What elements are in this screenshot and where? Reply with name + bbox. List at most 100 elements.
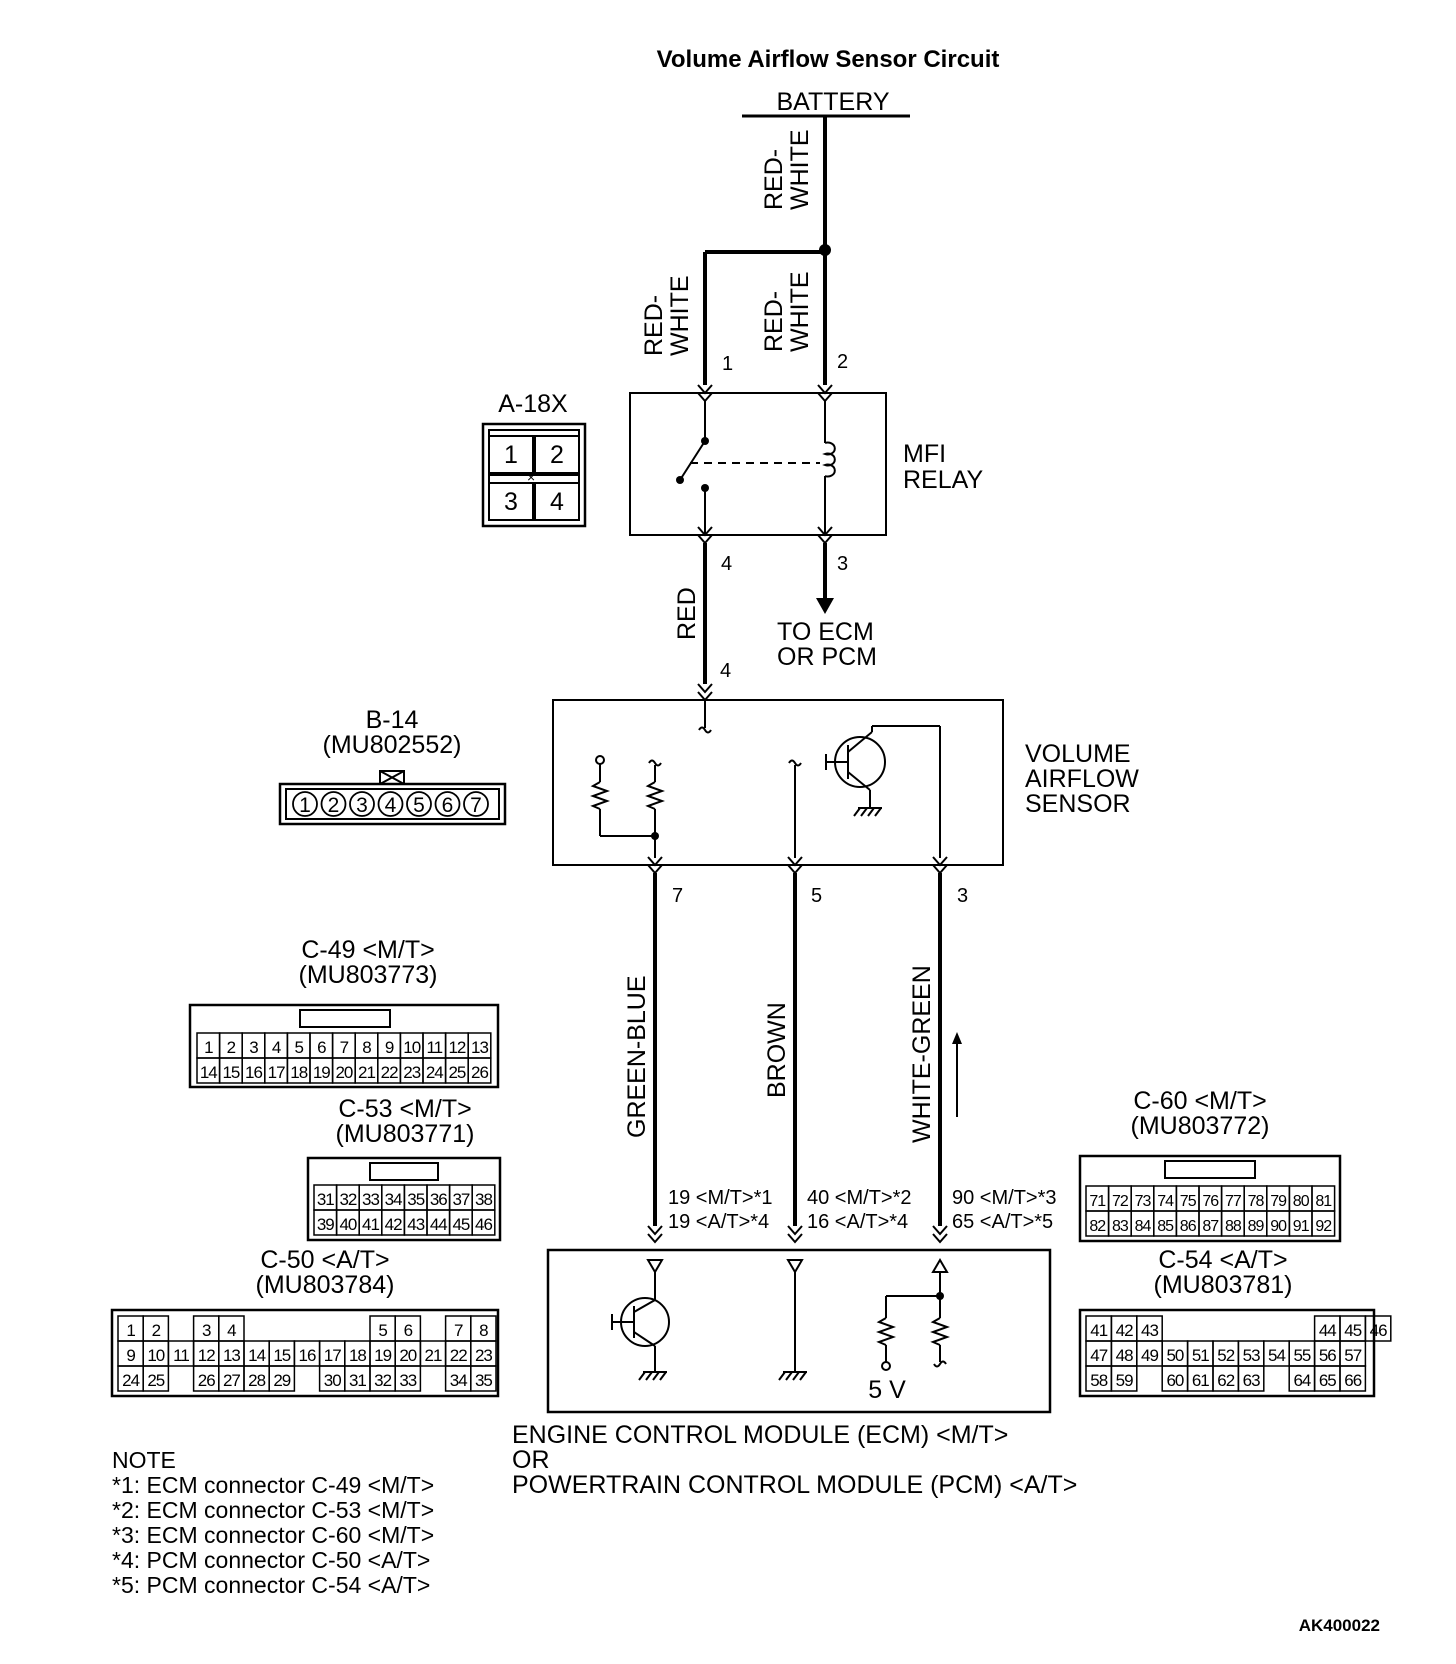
c50-pin-number: 4 [227,1321,236,1340]
c49-pin-number: 1 [204,1038,213,1057]
ecm-caption-3: POWERTRAIN CONTROL MODULE (PCM) <A/T> [512,1471,1077,1499]
c50-pin-number: 33 [399,1371,416,1390]
pin-mark [697,683,713,702]
c50-pin-number: 14 [248,1346,265,1365]
c54-part: (MU803781) [1154,1271,1293,1299]
c50-pin-cell [394,1365,422,1392]
c49-pin-number: 14 [200,1063,217,1082]
ecm-caption-2: OR [512,1446,550,1474]
c53-pin-number: 36 [430,1190,447,1209]
c50-pin-number: 34 [450,1371,467,1390]
volume-airflow-sensor-box [552,699,1004,866]
c50-pin-number: 24 [122,1371,139,1390]
c53-connector [306,1156,502,1242]
c54-pin-number: 49 [1141,1346,1158,1365]
c53-pin-number: 41 [362,1215,379,1234]
c53-pin-number: 32 [339,1190,356,1209]
relay-pin4-label: 4 [721,553,732,575]
sensor-name-3: SENSOR [1025,790,1131,818]
ecm-5v-terminal [881,1361,891,1371]
b14-pin-cell [434,791,461,817]
b14-pin-number: 1 [299,794,311,817]
wire-label-red: RED [673,587,701,640]
relay-name: MFI RELAY [903,440,983,494]
c54-pin-number: 51 [1192,1346,1209,1365]
c49-pin-number: 23 [403,1063,420,1082]
to-ecm-label-1: TO ECM [777,618,874,646]
c60-pin-number: 78 [1248,1193,1265,1210]
wire-label-battery-2: WHITE [786,129,814,210]
c50-pin-number: 8 [479,1321,488,1340]
c54-pin-number: 64 [1293,1371,1310,1390]
c60-pin-number: 80 [1293,1193,1310,1210]
ground-icon [853,807,882,817]
note-line: *1: ECM connector C-49 <M/T> [112,1472,434,1498]
c50-pin-number: 22 [450,1346,467,1365]
ecm-pin7-mt: 19 <M/T>*1 [668,1187,773,1209]
a18x-cell [534,482,580,521]
c60-pin-number: 83 [1112,1218,1129,1235]
b14-pin-cell [320,791,347,817]
c49-connector [188,1003,500,1089]
relay-switch-blade [679,440,706,481]
c49-pin-number: 17 [268,1063,285,1082]
ecm-pin3-mt: 90 <M/T>*3 [952,1187,1057,1209]
c50-pin-number: 20 [399,1346,416,1365]
a18x-pin: 4 [550,488,564,516]
c50-pin-number: 13 [223,1346,240,1365]
c50-pin-cell [470,1365,497,1392]
mfi-relay-box [629,392,887,536]
c54-pin-number: 56 [1319,1346,1336,1365]
c54-pin-number: 53 [1243,1346,1260,1365]
sensor-internal-tilde [698,726,712,734]
wire-label-pin1-1: RED- [640,295,668,356]
sensor-internal-tilde [648,759,662,767]
c49-pin-number: 20 [335,1063,352,1082]
c50-pin-number: 21 [425,1346,442,1365]
c50-pin-number: 27 [223,1371,240,1390]
c60-pin-number: 86 [1180,1218,1197,1235]
ecm-pcm-box [546,1248,1052,1414]
relay-pin3-label: 3 [837,553,848,575]
c50-pin-number: 17 [324,1346,341,1365]
figure-id: AK400022 [1299,1616,1380,1635]
wire-label-white-green: WHITE-GREEN [908,965,936,1143]
c53-pin-number: 39 [317,1215,334,1234]
c54-pin-number: 47 [1090,1346,1107,1365]
b14-pin-number: 4 [385,794,397,817]
c49-pin-number: 15 [222,1063,239,1082]
sensor-internal-tilde [788,759,802,767]
a18x-pin: 1 [504,441,518,469]
c50-pin-number: 32 [374,1371,391,1390]
c60-pin-number: 90 [1270,1218,1287,1235]
c54-pin-number: 60 [1166,1371,1183,1390]
c53-pin-number: 31 [317,1190,334,1209]
b14-latch-x [379,770,405,785]
c60-pin-number: 81 [1315,1193,1332,1210]
ecm-voltage-label: 5 V [868,1376,906,1404]
note-line: *3: ECM connector C-60 <M/T> [112,1522,434,1548]
arrow-down-icon [816,598,834,614]
c50-pin-number: 23 [475,1346,492,1365]
c60-pin-number: 72 [1112,1193,1129,1210]
a18x-cell [488,482,534,521]
wire-label-green-blue: GREEN-BLUE [623,975,651,1138]
c49-part: (MU803773) [299,961,438,989]
wire-label-battery-1: RED- [760,149,788,210]
c53-pin-number: 34 [385,1190,402,1209]
c60-pin-number: 92 [1315,1218,1332,1235]
c49-pin-number: 3 [249,1038,258,1057]
sensor-pin7-label: 7 [672,885,683,907]
c49-latch [299,1009,391,1028]
notes: NOTE *1: ECM connector C-49 <M/T> *2: EC… [112,1447,441,1598]
c50-pin-number: 2 [152,1321,161,1340]
pin-mark [787,1225,803,1244]
c50-pin-number: 30 [324,1371,341,1390]
c50-connector [110,1308,500,1398]
c53-pin-number: 44 [430,1215,447,1234]
c49-pin-number: 7 [340,1038,349,1057]
c60-pin-number: 73 [1135,1193,1152,1210]
c53-pin-number: 33 [362,1190,379,1209]
